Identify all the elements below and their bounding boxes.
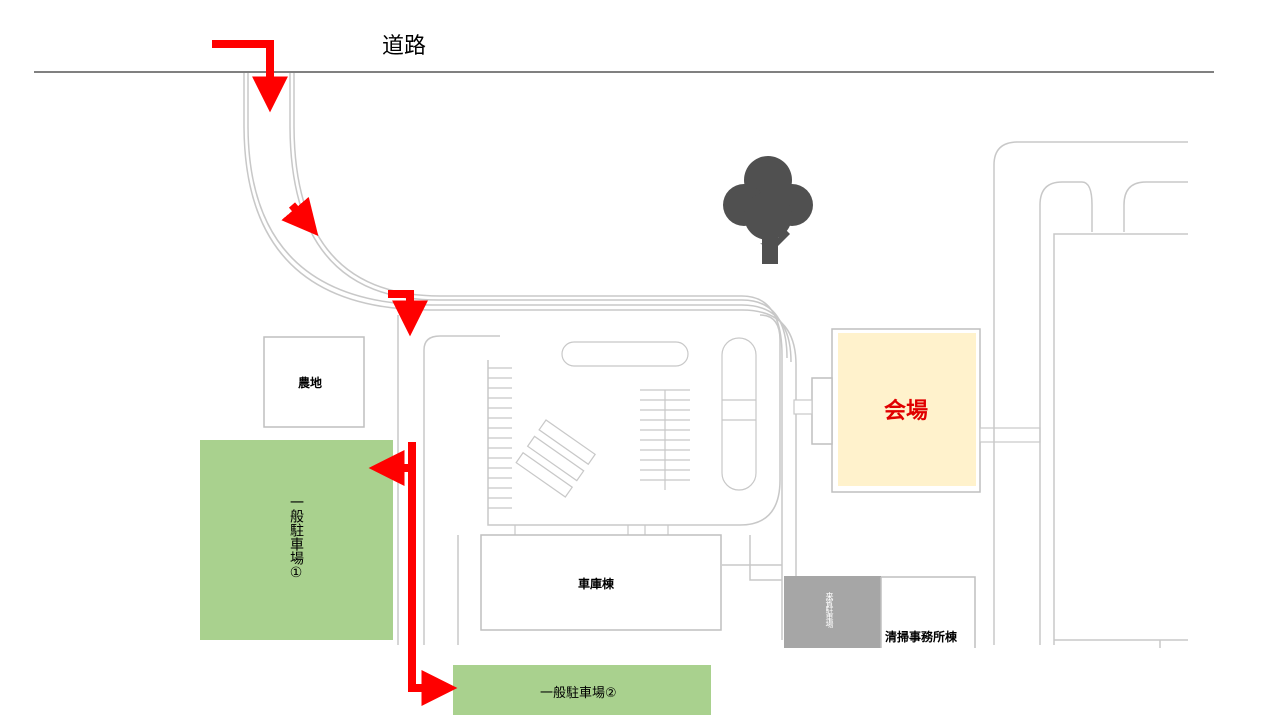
general-parking-2: [453, 665, 711, 715]
farm-plot: [263, 336, 365, 428]
east-buildings: [993, 141, 1188, 648]
general-parking-1-label: 一般駐車場①: [288, 495, 304, 581]
venue-label: 会場: [884, 399, 929, 424]
venue-walkway-west: [793, 399, 813, 415]
venue-entrance: [811, 377, 833, 445]
office-label: 清掃事務所棟: [885, 630, 958, 644]
general-parking-2-label: 一般駐車場②: [540, 686, 617, 701]
route-arrow-icon: [212, 40, 458, 706]
garage-building: [480, 534, 722, 631]
cleaning-office: [880, 576, 976, 648]
road-label: 道路: [382, 34, 427, 59]
farm-label: 農地: [298, 376, 323, 390]
reserved-parking-label: 来賓駐車場: [825, 592, 834, 627]
general-parking-1: [200, 440, 393, 640]
reserved-parking: [784, 576, 881, 648]
tree-icon: [723, 156, 813, 264]
venue-building: [838, 333, 976, 486]
garage-label: 車庫棟: [578, 577, 615, 591]
parking-stalls: [488, 337, 757, 535]
venue-walkway-east: [979, 427, 1041, 443]
